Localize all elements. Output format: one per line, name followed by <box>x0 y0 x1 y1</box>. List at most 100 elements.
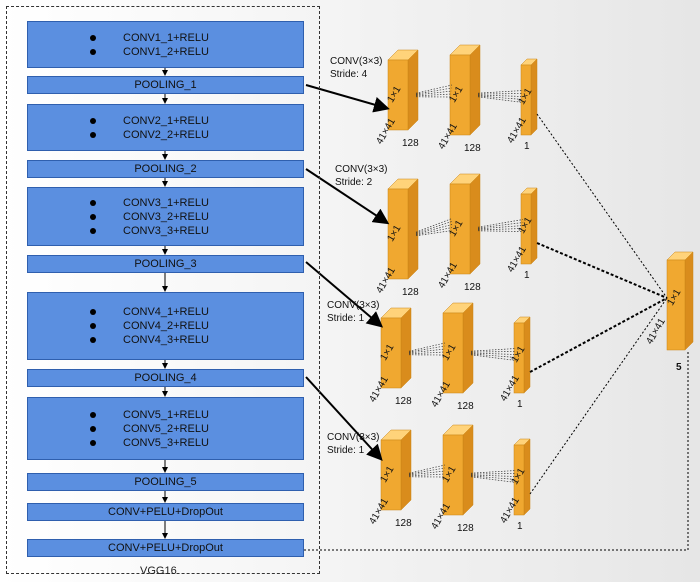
branch4-slab3-side <box>523 438 531 516</box>
branch3-fan1-line-2 <box>408 348 446 354</box>
branch3-fan1-line-0 <box>408 342 446 352</box>
branch3-fan1-line-1 <box>408 345 446 353</box>
conv4-1-label: CONV4_1+RELU <box>28 305 303 319</box>
branch4-slab2 <box>442 424 474 516</box>
branch1-fan2-line-0 <box>477 90 524 94</box>
branch3-fan2-line-0 <box>470 348 517 352</box>
conv3-2-label: CONV3_2+RELU <box>28 210 303 224</box>
branch3-slab2-front <box>442 312 464 394</box>
branch3-slab2-side <box>462 302 474 394</box>
branch2-fan1-line-1 <box>415 221 453 234</box>
conv4-block: CONV4_1+RELU CONV4_2+RELU CONV4_3+RELU <box>27 292 304 360</box>
branch2-merge-line <box>536 242 668 299</box>
branch3-arrow <box>305 261 384 328</box>
branch1-fan1-line-0 <box>415 84 453 94</box>
branch2-fan1-line-3 <box>415 227 453 236</box>
branch3-slab3-side <box>523 316 531 394</box>
conv5-1-label: CONV5_1+RELU <box>28 408 303 422</box>
output-slab-side <box>684 251 694 351</box>
branch2-fan1-line-0 <box>415 218 453 233</box>
branch3-c1-label: 128 <box>395 396 412 407</box>
branch3-fan1-line-3 <box>408 351 446 355</box>
pooling2-block: POOLING_2 <box>27 160 304 178</box>
branch3-slab1-side <box>400 307 412 389</box>
branch3-c2-label: 128 <box>457 401 474 412</box>
conv2-2-label: CONV2_2+RELU <box>28 128 303 142</box>
branch4-conv-label: CONV(3×3) <box>327 432 380 443</box>
branch1-slab1-front <box>387 59 409 131</box>
conv2-1-label: CONV2_1+RELU <box>28 114 303 128</box>
branch3-slab3 <box>513 316 531 394</box>
pooling3-block: POOLING_3 <box>27 255 304 273</box>
branch1-slab3-side <box>530 58 538 136</box>
output-slab <box>666 251 694 351</box>
branch1-slab1-side <box>407 49 419 131</box>
output-slab-front <box>666 259 686 351</box>
branch2-slab2-front <box>449 183 471 275</box>
branch1-fan1 <box>415 84 453 98</box>
output-channels-label: 5 <box>676 362 682 373</box>
conv5-2-label: CONV5_2+RELU <box>28 422 303 436</box>
branch1-fan1-line-3 <box>415 93 453 97</box>
branch4-fan2-line-0 <box>470 470 517 474</box>
branch1-slab2-side <box>469 44 481 136</box>
fc-to-output-line <box>304 352 689 551</box>
branch3-fan1 <box>408 342 446 356</box>
branch4-slab1 <box>380 429 412 511</box>
conv1-block: CONV1_1+RELU CONV1_2+RELU <box>27 21 304 68</box>
branch2-c3-label: 1 <box>524 270 530 281</box>
branch2-slab1-front <box>387 188 409 280</box>
branch1-slab3-front <box>520 64 532 136</box>
branch3-conv-label: CONV(3×3) <box>327 300 380 311</box>
branch2-fan1-line-4 <box>415 230 453 237</box>
branch4-slab2-side <box>462 424 474 516</box>
branch4-fan1 <box>408 464 446 478</box>
branch3-slab1 <box>380 307 412 389</box>
branch4-slab2-front <box>442 434 464 516</box>
branch2-conv-label: CONV(3×3) <box>335 164 388 175</box>
branch1-slab3 <box>520 58 538 136</box>
fc1-block: CONV+PELU+DropOut <box>27 503 304 521</box>
branch4-fan1-line-1 <box>408 467 446 475</box>
conv1-1-label: CONV1_1+RELU <box>28 31 303 45</box>
branch2-c1-label: 128 <box>402 287 419 298</box>
branch4-merge-line <box>529 297 668 495</box>
conv3-block: CONV3_1+RELU CONV3_2+RELU CONV3_3+RELU <box>27 187 304 246</box>
branch4-c1-label: 128 <box>395 518 412 529</box>
branch4-c2-label: 128 <box>457 523 474 534</box>
branch1-fan2-line-1 <box>477 93 524 95</box>
branch4-slab3 <box>513 438 531 516</box>
branch1-fan1-line-2 <box>415 90 453 96</box>
branch4-stride-label: Stride: 1 <box>327 445 365 456</box>
branch4-slab1-front <box>380 439 402 511</box>
conv4-2-label: CONV4_2+RELU <box>28 319 303 333</box>
branch3-merge-line <box>529 297 668 373</box>
branch4-arrow <box>305 376 383 461</box>
branch3-c3-label: 1 <box>517 399 523 410</box>
branch4-fan1-line-2 <box>408 470 446 476</box>
branch1-c1-label: 128 <box>402 138 419 149</box>
vgg16-caption: VGG16 <box>140 565 177 577</box>
branch4-slab3-front <box>513 444 525 516</box>
branch3-stride-label: Stride: 1 <box>327 313 365 324</box>
branch1-slab2-front <box>449 54 471 136</box>
pooling2-label: POOLING_2 <box>134 163 197 175</box>
branch3-fan2-line-1 <box>470 351 517 353</box>
branch4-fan1-line-3 <box>408 473 446 477</box>
branch2-slab3-front <box>520 193 532 265</box>
branch2-slab1 <box>387 178 419 280</box>
pooling3-label: POOLING_3 <box>134 258 197 270</box>
fc2-block: CONV+PELU+DropOut <box>27 539 304 557</box>
branch1-stride-label: Stride: 4 <box>330 69 368 80</box>
branch1-slab1 <box>387 49 419 131</box>
conv4-3-label: CONV4_3+RELU <box>28 333 303 347</box>
branch1-conv-label: CONV(3×3) <box>330 56 383 67</box>
branch3-slab1-front <box>380 317 402 389</box>
fc1-label: CONV+PELU+DropOut <box>108 506 223 518</box>
vgg16-frame <box>6 6 320 574</box>
branch2-slab3 <box>520 187 538 265</box>
branch2-slab2 <box>449 173 481 275</box>
pooling5-label: POOLING_5 <box>134 476 197 488</box>
pooling5-block: POOLING_5 <box>27 473 304 491</box>
